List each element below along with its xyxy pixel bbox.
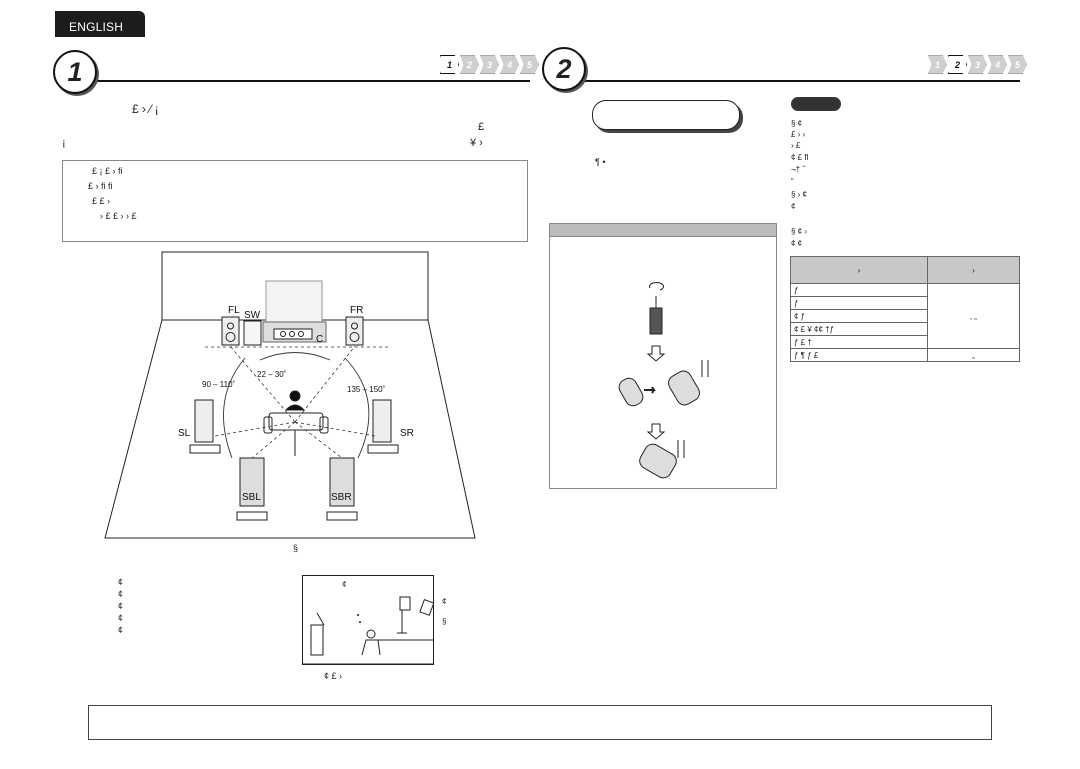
label-sl: SL	[178, 428, 191, 439]
height-top-label: ¢	[342, 580, 347, 589]
note-pill	[791, 97, 841, 111]
note-box	[62, 160, 528, 242]
label-angle-side: 90 – 110˚	[202, 380, 236, 389]
table-cell-merged: ‚ „	[927, 283, 1020, 349]
connection-panel-header	[549, 223, 777, 237]
callout-box	[592, 100, 740, 130]
intro-line: £ › ⁄ ¡	[132, 102, 159, 116]
bullet: ¢	[118, 613, 124, 623]
table-cell: ƒ	[790, 283, 928, 297]
table-cell: ƒ	[790, 296, 928, 310]
speaker-layout-diagram: FL SW FR C SL SR SBL SBR 22 – 30˚ 90 – 1…	[104, 251, 476, 539]
instruction-line: ¶ •	[595, 157, 606, 167]
table-header: ›	[927, 256, 1020, 284]
step-indicator-1: 1 2 3 4 5	[440, 55, 540, 74]
note-line: ¬† ˝	[791, 165, 806, 174]
note-line: › £	[791, 141, 801, 150]
label-sbr: SBR	[331, 492, 352, 503]
intro-line-right: £	[478, 121, 485, 133]
table-cell: ƒ ¶ ƒ £	[790, 348, 928, 362]
label-fl: FL	[228, 305, 240, 316]
label-c: C	[316, 334, 323, 345]
note-line: “	[791, 177, 794, 186]
step-3: 3	[968, 55, 987, 74]
language-tab: ENGLISH	[55, 11, 145, 37]
table-cell: ƒ £ †	[790, 335, 928, 349]
label-sw: SW	[244, 310, 261, 321]
intro-line-left: ¡	[62, 137, 66, 149]
step-2: 2	[460, 55, 479, 74]
diagram-caption: §	[293, 543, 299, 553]
step-3: 3	[480, 55, 499, 74]
note-line: £ £ ›	[92, 196, 111, 206]
note-line: › £ £ › › £	[100, 211, 137, 221]
step-1: 1	[928, 55, 947, 74]
step-4: 4	[988, 55, 1007, 74]
note-line: £ › fi fi	[88, 181, 113, 191]
table-header: ›	[790, 256, 928, 284]
intro-line-right-2: ¥ ›	[470, 137, 483, 149]
table-cell: ¢ ƒ	[790, 309, 928, 323]
footer-box	[88, 705, 992, 740]
label-sr: SR	[400, 428, 414, 439]
step-badge-2: 2	[542, 47, 586, 91]
note-line: § ¢	[791, 119, 803, 128]
label-fr: FR	[350, 305, 363, 316]
speaker-table: › › ƒ ‚ „ ƒ ¢ ƒ ¢ £ ¥ ¢¢ †ƒ ƒ £ † ƒ ¶ ƒ …	[790, 256, 1020, 362]
note-line: £ › ›	[791, 130, 806, 139]
height-right-label-2: §	[442, 617, 447, 626]
section-rule-2	[565, 80, 1020, 82]
note-line: ¢ £ ﬂ	[791, 153, 809, 162]
height-right-label: ¢	[442, 597, 447, 606]
note-line: § ¢ ›	[791, 227, 808, 236]
step-1: 1	[440, 55, 459, 74]
note-line: ¢	[791, 202, 796, 211]
bullet: ¢	[118, 601, 124, 611]
note-line: ¢ ¢	[791, 239, 803, 248]
label-sbl: SBL	[242, 492, 261, 503]
note-line: £ ¡ £ › fi	[92, 166, 123, 176]
height-diagram	[302, 575, 434, 665]
step-indicator-2: 1 2 3 4 5	[928, 55, 1028, 74]
step-2: 2	[948, 55, 967, 74]
table-cell: „	[927, 348, 1020, 362]
bullet: ¢	[118, 589, 124, 599]
height-caption: ¢ £ ›	[324, 671, 343, 681]
bullet: ¢	[118, 625, 124, 635]
label-angle-back: 135 – 150˚	[347, 385, 386, 394]
cable-connection-illustration	[618, 282, 709, 479]
section-rule-1	[75, 80, 530, 82]
label-angle-front: 22 – 30˚	[257, 370, 287, 379]
step-5: 5	[1008, 55, 1027, 74]
step-badge-1: 1	[53, 50, 97, 94]
step-4: 4	[500, 55, 519, 74]
table-cell: ¢ £ ¥ ¢¢ †ƒ	[790, 322, 928, 336]
note-line: § › ¢	[791, 190, 808, 199]
step-5: 5	[520, 55, 539, 74]
bullet: ¢	[118, 577, 124, 587]
